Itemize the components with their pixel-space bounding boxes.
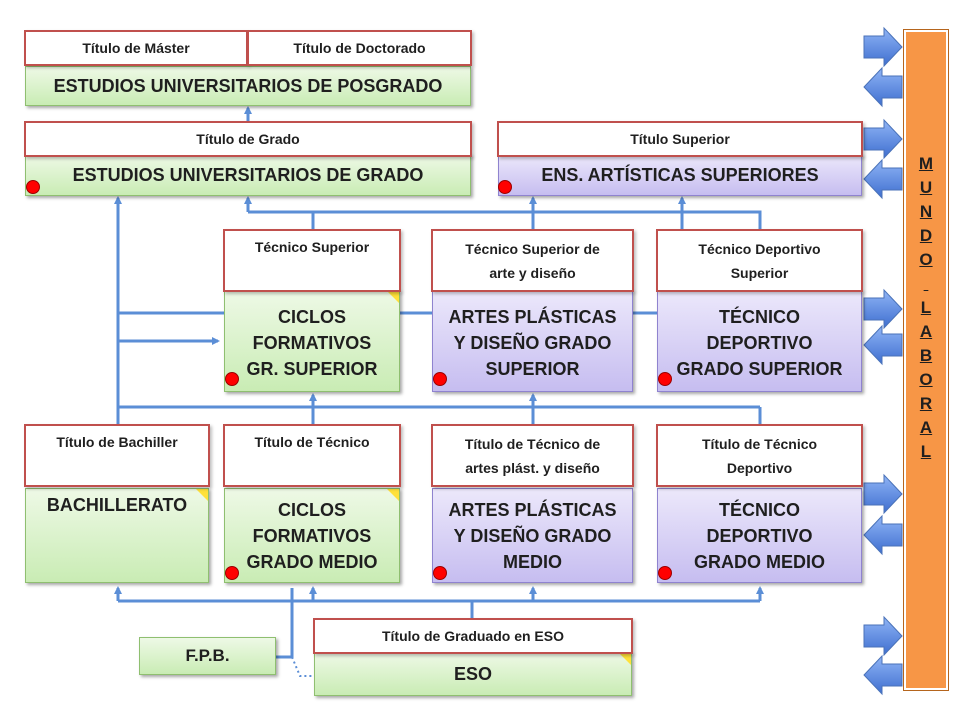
deportivo-medio-dot [658,566,672,580]
arrow-right-icon [863,26,903,68]
ciclos-superior-title: Técnico Superior [223,229,401,292]
ciclos-superior-box: CICLOS FORMATIVOS GR. SUPERIOR [224,290,400,392]
mundo-laboral-letter [924,272,929,296]
fold-corner [619,653,631,665]
mundo-laboral-letter: L [920,298,932,317]
arrow-right-icon [863,288,903,330]
labor-arrows [863,26,903,696]
ciclos-superior-dot [225,372,239,386]
ciclos-medio-box: CICLOS FORMATIVOS GRADO MEDIO [224,488,400,583]
eso-title: Título de Graduado en ESO [313,618,633,654]
ciclos-medio-title: Título de Técnico [223,424,401,487]
mundo-laboral-letter: U [919,178,933,197]
bachillerato-title: Título de Bachiller [24,424,210,487]
arrow-right-icon [863,615,903,657]
deportivo-medio-box: TÉCNICO DEPORTIVO GRADO MEDIO [657,488,862,583]
mundo-laboral-letter: M [918,154,934,173]
arrow-left-icon [863,654,903,696]
artes-medio-dot [433,566,447,580]
artisticas-box: ENS. ARTÍSTICAS SUPERIORES [498,154,862,196]
mundo-laboral-letter: A [919,418,933,437]
arrow-left-icon [863,324,903,366]
arrow-left-icon [863,66,903,108]
mundo-laboral-letter: N [919,202,933,221]
grado-title: Título de Grado [24,121,472,157]
fold-corner [196,489,208,501]
mundo-laboral-letter: R [919,394,933,413]
deportivo-medio-title: Título de Técnico Deportivo [656,424,863,487]
artes-superior-dot [433,372,447,386]
artes-superior-box: ARTES PLÁSTICAS Y DISEÑO GRADO SUPERIOR [432,290,633,392]
doctorado-title: Título de Doctorado [247,30,472,66]
arrow-left-icon [863,158,903,200]
deportivo-superior-title: Técnico Deportivo Superior [656,229,863,292]
master-title: Título de Máster [24,30,248,66]
mundo-laboral-letter: B [919,346,933,365]
upper-bus [248,210,762,230]
grado-dot [26,180,40,194]
ciclos-medio-dot [225,566,239,580]
artes-medio-box: ARTES PLÁSTICAS Y DISEÑO GRADO MEDIO [432,488,633,583]
fold-corner [387,489,399,501]
mundo-laboral-letter: D [919,226,933,245]
artisticas-dot [498,180,512,194]
arrow-right-icon [863,118,903,160]
deportivo-superior-box: TÉCNICO DEPORTIVO GRADO SUPERIOR [657,290,862,392]
arrow-left-icon [863,514,903,556]
posgrado-box: ESTUDIOS UNIVERSITARIOS DE POSGRADO [25,66,471,106]
artes-medio-title: Título de Técnico de artes plást. y dise… [431,424,634,487]
mundo-laboral-letter: O [919,370,933,389]
grado-box: ESTUDIOS UNIVERSITARIOS DE GRADO [25,154,471,196]
mundo-laboral-letter: A [919,322,933,341]
mundo-laboral-letter: O [919,250,933,269]
deportivo-superior-dot [658,372,672,386]
artes-superior-title: Técnico Superior de arte y diseño [431,229,634,292]
artisticas-title: Título Superior [497,121,863,157]
mundo-laboral-letter: L [920,442,932,461]
bachillerato-box: BACHILLERATO [25,488,209,583]
fold-corner [387,291,399,303]
arrow-right-icon [863,473,903,515]
fpb-box: F.P.B. [139,637,276,675]
mundo-laboral-bar: M U N D O L A B O R A L [903,29,949,691]
eso-box: ESO [314,652,632,696]
